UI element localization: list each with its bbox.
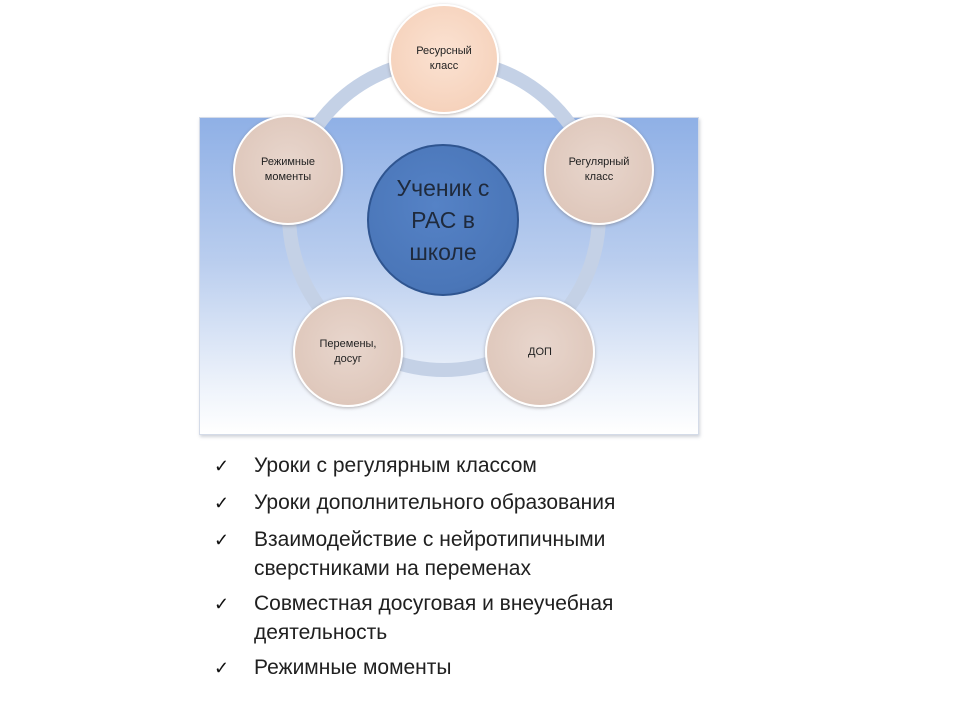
center-node-label: Ученик с РАС в школе [396, 175, 490, 265]
checkmark-icon: ✓ [214, 456, 230, 476]
bullet-item: ✓ Уроки дополнительного образования [214, 488, 734, 519]
bullet-item: ✓ Взаимодействие с нейротипичными сверст… [214, 525, 734, 583]
checkmark-icon: ✓ [214, 594, 230, 614]
bullet-item: ✓ Уроки с регулярным классом [214, 451, 734, 482]
bullet-text: Взаимодействие с нейротипичными сверстни… [254, 528, 606, 580]
checkmark-icon: ✓ [214, 530, 230, 550]
node-routine-moments: Режимные моменты [233, 115, 343, 225]
node-regular-class-label: Регулярный класс [568, 156, 630, 183]
node-breaks-leisure: Перемены, досуг [293, 297, 403, 407]
bullet-list: ✓ Уроки с регулярным классом ✓ Уроки доп… [214, 451, 734, 690]
checkmark-icon: ✓ [214, 493, 230, 513]
bullet-item: ✓ Совместная досуговая и внеучебная деят… [214, 589, 734, 647]
node-routine-moments-label: Режимные моменты [260, 156, 315, 183]
bullet-text: Режимные моменты [254, 656, 452, 679]
node-breaks-leisure-label: Перемены, досуг [319, 338, 377, 365]
node-resource-class: Ресурсный класс [389, 4, 499, 114]
bullet-text: Совместная досуговая и внеучебная деятел… [254, 592, 614, 644]
bullet-text: Уроки дополнительного образования [254, 491, 616, 514]
bullet-text: Уроки с регулярным классом [254, 454, 537, 477]
center-node: Ученик с РАС в школе [367, 144, 519, 296]
node-regular-class: Регулярный класс [544, 115, 654, 225]
bullet-item: ✓ Режимные моменты [214, 653, 734, 684]
node-resource-class-label: Ресурсный класс [416, 45, 472, 72]
node-dop: ДОП [485, 297, 595, 407]
checkmark-icon: ✓ [214, 658, 230, 678]
node-dop-label: ДОП [528, 345, 552, 358]
